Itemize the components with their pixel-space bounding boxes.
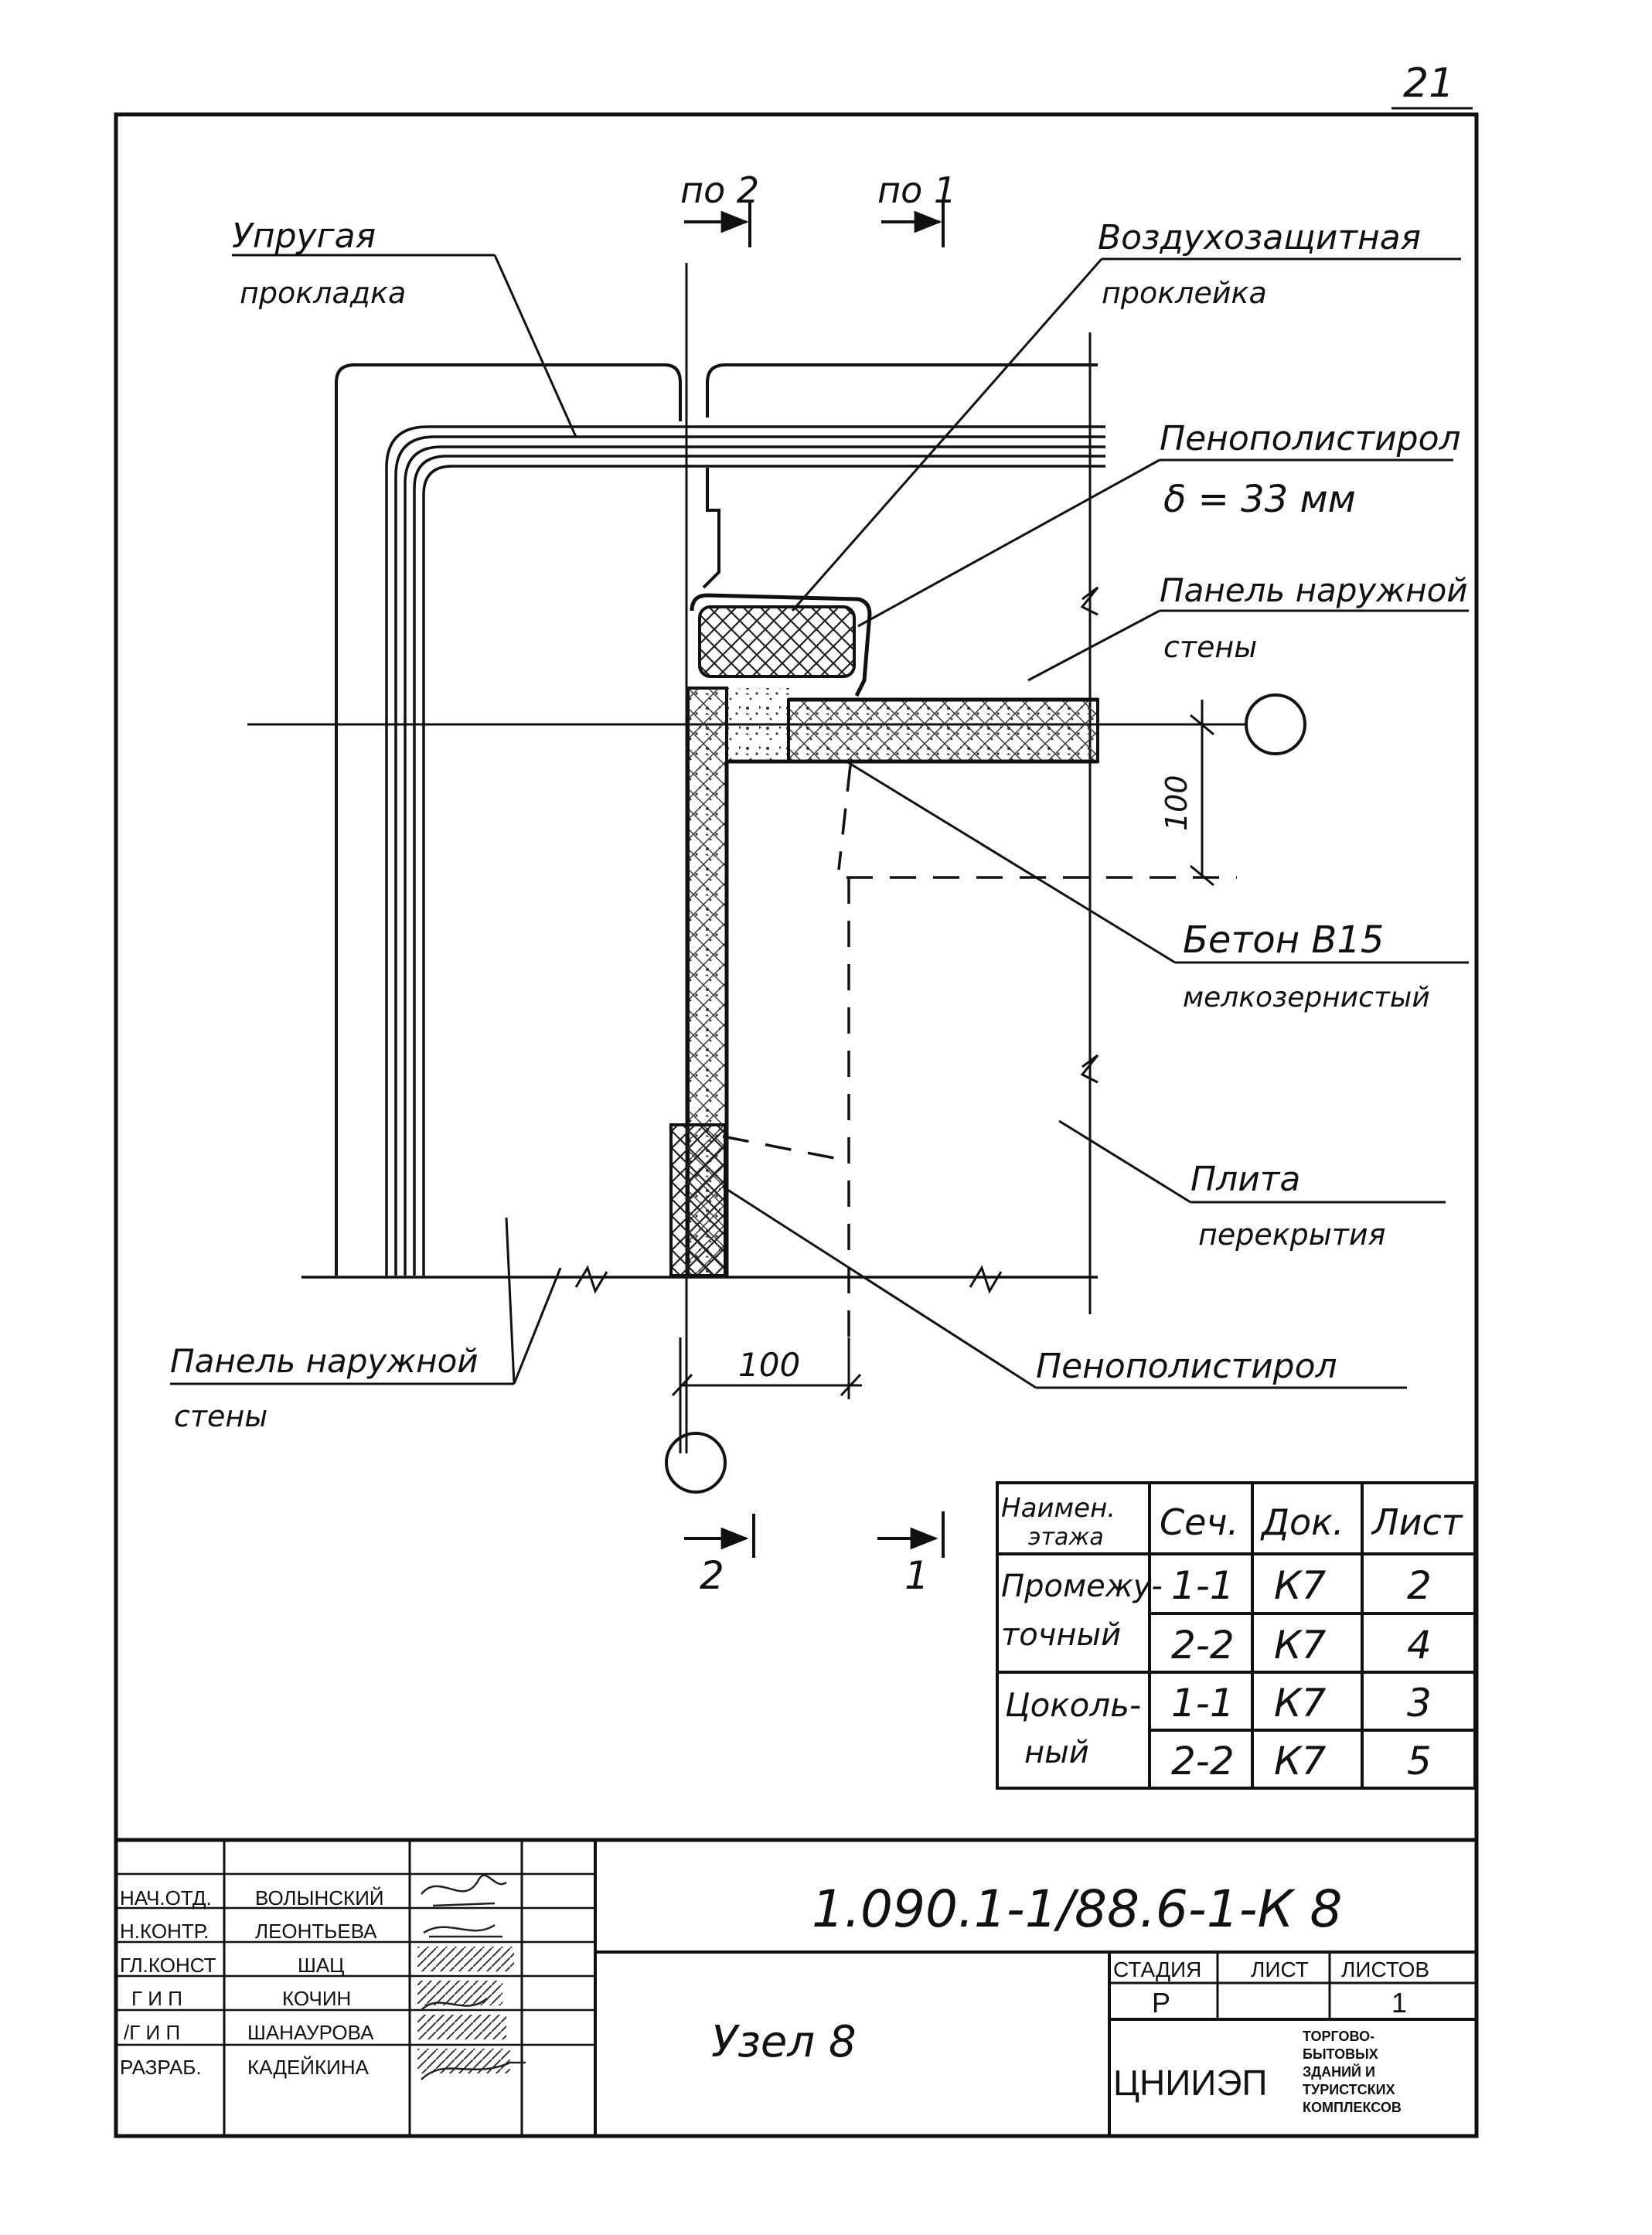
organization-desc: ЗДАНИЙ И <box>1303 2063 1375 2080</box>
break-mark-2 <box>1080 1054 1099 1084</box>
signature-role: /Г И П <box>124 2021 180 2044</box>
table-cell-sheet: 4 <box>1407 1623 1432 1668</box>
reference-table: Наимен. этажа Сеч. Док. Лист Промежу- то… <box>996 1481 1477 1790</box>
table-cell-section: 2-2 <box>1171 1623 1235 1668</box>
handwritten-signatures <box>417 1874 526 2080</box>
table-floor-intermediate-1: Промежу- <box>1001 1569 1163 1604</box>
label-concrete-2: мелкозернистый <box>1183 982 1430 1014</box>
axis-bubble-bottom <box>665 1432 727 1494</box>
organization-desc: ТУРИСТСКИХ <box>1303 2082 1395 2097</box>
signature-name: КАДЕЙКИНА <box>247 2056 370 2079</box>
label-section-top-2: по 2 <box>680 169 759 211</box>
signature-name: ЛЕОНТЬЕВА <box>255 1920 377 1943</box>
section-marker-bottom-2 <box>684 1514 755 1558</box>
signature-role: Н.КОНТР. <box>120 1920 209 1943</box>
label-dimension-horizontal: 100 <box>738 1346 800 1384</box>
organization-desc: БЫТОВЫХ <box>1303 2046 1378 2062</box>
hidden-lines <box>722 765 1237 1337</box>
label-outer-wall-left-2: стены <box>174 1399 267 1433</box>
label-polystyrene-top-1: Пенополистирол <box>1160 419 1461 458</box>
break-mark-1 <box>1080 586 1099 616</box>
table-cell-section: 1-1 <box>1171 1681 1235 1726</box>
label-outer-wall-left-1: Панель наружной <box>170 1342 479 1380</box>
label-dimension-vertical: 100 <box>1160 775 1194 831</box>
signature-name: ШАЦ <box>298 1954 344 1977</box>
table-cell-doc: К7 <box>1274 1563 1326 1608</box>
label-polystyrene-bottom: Пенополистирол <box>1036 1347 1337 1386</box>
callout-labels: Упругая прокладка Воздухозащитная прокле… <box>170 169 1468 1598</box>
organization-desc: КОМПЛЕКСОВ <box>1303 2100 1402 2115</box>
table-cell-section: 2-2 <box>1171 1739 1235 1784</box>
table-cell-doc: К7 <box>1274 1681 1326 1726</box>
label-elastic-gasket-1: Упругая <box>232 216 376 256</box>
floor-slab-section <box>682 688 1099 764</box>
node-drawing <box>170 203 1469 1558</box>
label-concrete-1: Бетон В15 <box>1183 918 1384 962</box>
table-floor-intermediate-2: точный <box>1001 1617 1121 1653</box>
sheets-label: ЛИСТОВ <box>1341 1957 1429 1981</box>
page-number: 21 <box>1403 60 1454 107</box>
section-marker-bottom-1 <box>877 1511 945 1558</box>
dimension-vertical <box>1190 700 1214 887</box>
table-cell-doc: К7 <box>1274 1623 1326 1668</box>
table-floor-basement-1: Цоколь- <box>1005 1686 1141 1724</box>
dimension-horizontal <box>671 1337 862 1453</box>
document-code: 1.090.1-1/88.6-1-К 8 <box>812 1879 1342 1939</box>
table-cell-sheet: 5 <box>1407 1739 1432 1784</box>
label-outer-wall-right-2: стены <box>1163 630 1257 664</box>
label-floor-slab-2: перекрытия <box>1198 1218 1386 1252</box>
table-header-doc: Док. <box>1260 1501 1344 1543</box>
table-floor-basement-2: ный <box>1024 1735 1089 1770</box>
label-polystyrene-top-2: δ = 33 мм <box>1163 478 1356 521</box>
section-marker-top-1 <box>881 203 945 247</box>
right-panel-joint-edge <box>702 468 720 589</box>
sheets-value: 1 <box>1391 1987 1407 2019</box>
table-cell-sheet: 2 <box>1407 1563 1432 1608</box>
stage-label: СТАДИЯ <box>1113 1957 1201 1981</box>
table-header-floor-2: этажа <box>1028 1524 1104 1551</box>
table-cell-sheet: 3 <box>1407 1681 1432 1726</box>
signature-role: НАЧ.ОТД. <box>120 1886 212 1910</box>
axis-bubble-right <box>1245 693 1306 755</box>
label-floor-slab-1: Плита <box>1190 1160 1300 1199</box>
organization-name: ЦНИИЭП <box>1113 2063 1268 2103</box>
elastic-gasket-lines <box>385 425 1105 1276</box>
sheet-label: ЛИСТ <box>1251 1957 1309 1981</box>
signature-role: ГЛ.КОНСТ <box>120 1954 216 1977</box>
label-air-protection-2: проклейка <box>1102 276 1267 310</box>
left-wall-panel-outline <box>335 363 682 1276</box>
right-wall-panel-outline <box>706 363 1098 417</box>
polystyrene-insert-top <box>698 605 856 678</box>
table-cell-section: 1-1 <box>1171 1563 1235 1608</box>
signature-name: ВОЛЫНСКИЙ <box>255 1886 384 1910</box>
table-cell-doc: К7 <box>1274 1739 1326 1784</box>
leader-lines <box>170 254 1469 1389</box>
label-air-protection-1: Воздухозащитная <box>1098 218 1421 257</box>
stage-value: Р <box>1152 1987 1170 2019</box>
bottom-break-mark-2 <box>969 1265 1003 1294</box>
drawing-title: Узел 8 <box>711 2017 857 2067</box>
signature-name: КОЧИН <box>282 1987 351 2010</box>
slab-top-layer <box>787 698 1099 763</box>
signature-role: Г И П <box>131 1987 182 2010</box>
signature-role: РАЗРАБ. <box>120 2056 202 2079</box>
title-block: НАЧ.ОТД. ВОЛЫНСКИЙ Н.КОНТР. ЛЕОНТЬЕВА ГЛ… <box>116 1838 1477 2136</box>
label-section-bottom-2: 2 <box>700 1553 724 1598</box>
bottom-break-mark-1 <box>574 1265 608 1294</box>
polystyrene-insert-bottom <box>669 1123 727 1277</box>
signature-name: ШАНАУРОВА <box>247 2021 374 2044</box>
table-header-floor-1: Наимен. <box>1001 1493 1116 1524</box>
air-protection-strip <box>690 593 872 697</box>
sheet-frame <box>114 112 1479 2138</box>
table-header-section: Сеч. <box>1160 1501 1238 1543</box>
organization-desc: ТОРГОВО- <box>1303 2029 1374 2044</box>
section-marker-top-2 <box>684 203 751 247</box>
table-header-sheet: Лист <box>1371 1501 1463 1543</box>
label-section-top-1: по 1 <box>877 169 956 211</box>
label-elastic-gasket-2: прокладка <box>240 276 406 310</box>
label-section-bottom-1: 1 <box>904 1553 929 1598</box>
label-outer-wall-right-1: Панель наружной <box>1160 571 1468 609</box>
